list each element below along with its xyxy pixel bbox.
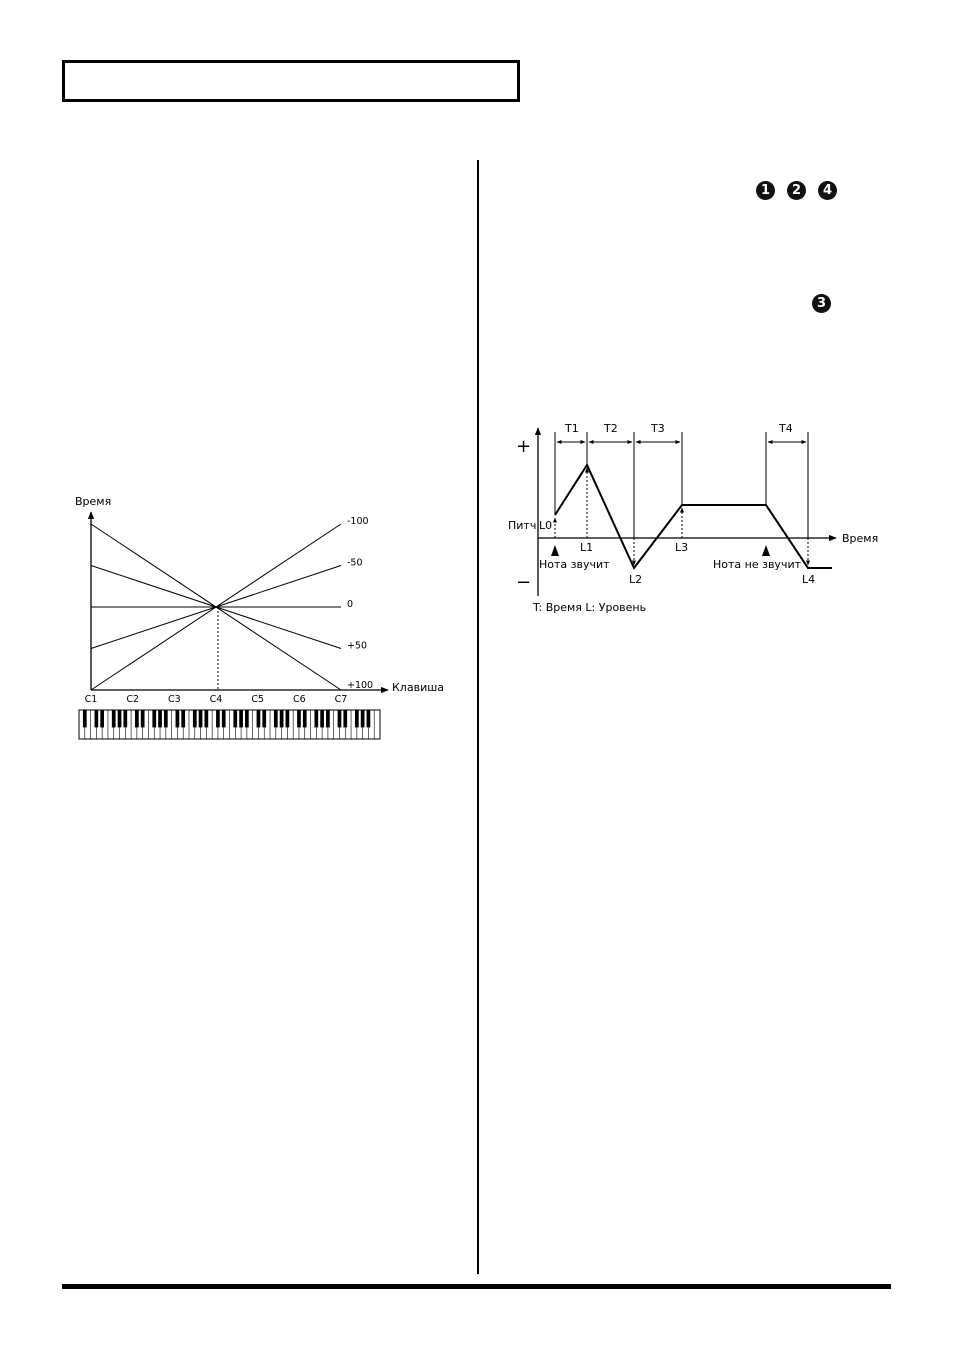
- black-key: [239, 710, 243, 728]
- step-badge-2: 2: [787, 181, 806, 200]
- black-key: [245, 710, 249, 728]
- black-key: [273, 710, 278, 728]
- black-key: [135, 710, 139, 728]
- black-key: [163, 710, 168, 728]
- black-key: [198, 710, 203, 728]
- black-key: [343, 710, 348, 728]
- kt-key-label-c1: C1: [85, 694, 98, 705]
- kt-key-label-c6: C6: [293, 694, 306, 705]
- black-key: [297, 710, 301, 728]
- step-badge-3: 3: [812, 294, 831, 313]
- kt-key-label-c3: C3: [168, 694, 181, 705]
- black-key: [256, 710, 261, 728]
- kt-key-labels: C1 C2 C3 C4 C5 C6 C7: [85, 694, 348, 705]
- black-key: [337, 710, 342, 728]
- black-key: [366, 710, 371, 728]
- black-key: [123, 710, 128, 728]
- env-y-axis-label: Питч: [508, 519, 536, 532]
- black-key: [285, 710, 290, 728]
- env-label-l2: L2: [629, 573, 642, 586]
- section-header-box: [62, 60, 520, 102]
- step-badge-1: 1: [756, 181, 775, 200]
- black-key: [302, 710, 307, 728]
- env-note-off-label: Нота не звучит: [713, 558, 802, 571]
- kt-key-label-c4: C4: [210, 694, 223, 705]
- env-curve: [554, 462, 832, 570]
- env-label-t4: T4: [778, 422, 793, 435]
- keyboard-illustration: [78, 709, 381, 740]
- kt-line-label-2: 0: [347, 599, 353, 610]
- black-key: [117, 710, 122, 728]
- env-label-t2: T2: [603, 422, 618, 435]
- black-key: [158, 710, 162, 728]
- black-key: [192, 710, 197, 728]
- black-key: [279, 710, 284, 728]
- step-badge-4: 4: [818, 181, 837, 200]
- env-label-l3: L3: [675, 541, 688, 554]
- black-key: [216, 710, 220, 728]
- black-key: [82, 710, 87, 728]
- env-minus-sign: −: [516, 572, 531, 593]
- black-key: [233, 710, 238, 728]
- note-off-marker: [762, 545, 770, 556]
- env-legend: T: Время L: Уровень: [532, 601, 646, 614]
- kt-key-label-c7: C7: [335, 694, 348, 705]
- kt-line-label-0: -100: [347, 516, 369, 527]
- black-key: [181, 710, 186, 728]
- black-key: [221, 710, 226, 728]
- black-key: [100, 710, 105, 728]
- env-label-t1: T1: [564, 422, 579, 435]
- env-plus-sign: +: [516, 436, 531, 457]
- kt-line-label-4: +100: [347, 680, 373, 691]
- env-note-on-label: Нота звучит: [539, 558, 610, 571]
- note-on-marker: [551, 545, 559, 556]
- column-divider: [477, 160, 479, 1274]
- kt-x-axis-label: Клавиша: [392, 681, 444, 694]
- black-key: [152, 710, 157, 728]
- kt-key-label-c2: C2: [126, 694, 139, 705]
- kt-line-label-3: +50: [347, 641, 367, 652]
- env-x-axis-label: Время: [842, 532, 878, 545]
- env-label-l1: L1: [580, 541, 593, 554]
- kt-line-4: [90, 523, 342, 691]
- black-key: [140, 710, 145, 728]
- kt-lines: [90, 523, 342, 691]
- black-key: [354, 710, 359, 728]
- env-label-l4: L4: [802, 573, 815, 586]
- kt-line-labels: -100 -50 0 +50 +100: [347, 516, 373, 691]
- black-key: [326, 710, 330, 728]
- black-key: [262, 710, 267, 728]
- black-key: [360, 710, 365, 728]
- footer-bar: [62, 1284, 891, 1289]
- black-key: [320, 710, 324, 728]
- black-key: [111, 710, 116, 728]
- black-key: [314, 710, 319, 728]
- kt-y-axis-label: Время: [75, 495, 111, 508]
- kt-line-label-1: -50: [347, 558, 363, 569]
- black-key: [175, 710, 180, 728]
- env-label-l0: L0: [539, 519, 552, 532]
- black-key: [94, 710, 99, 728]
- env-label-t3: T3: [650, 422, 665, 435]
- black-key: [204, 710, 209, 728]
- kt-key-label-c5: C5: [251, 694, 264, 705]
